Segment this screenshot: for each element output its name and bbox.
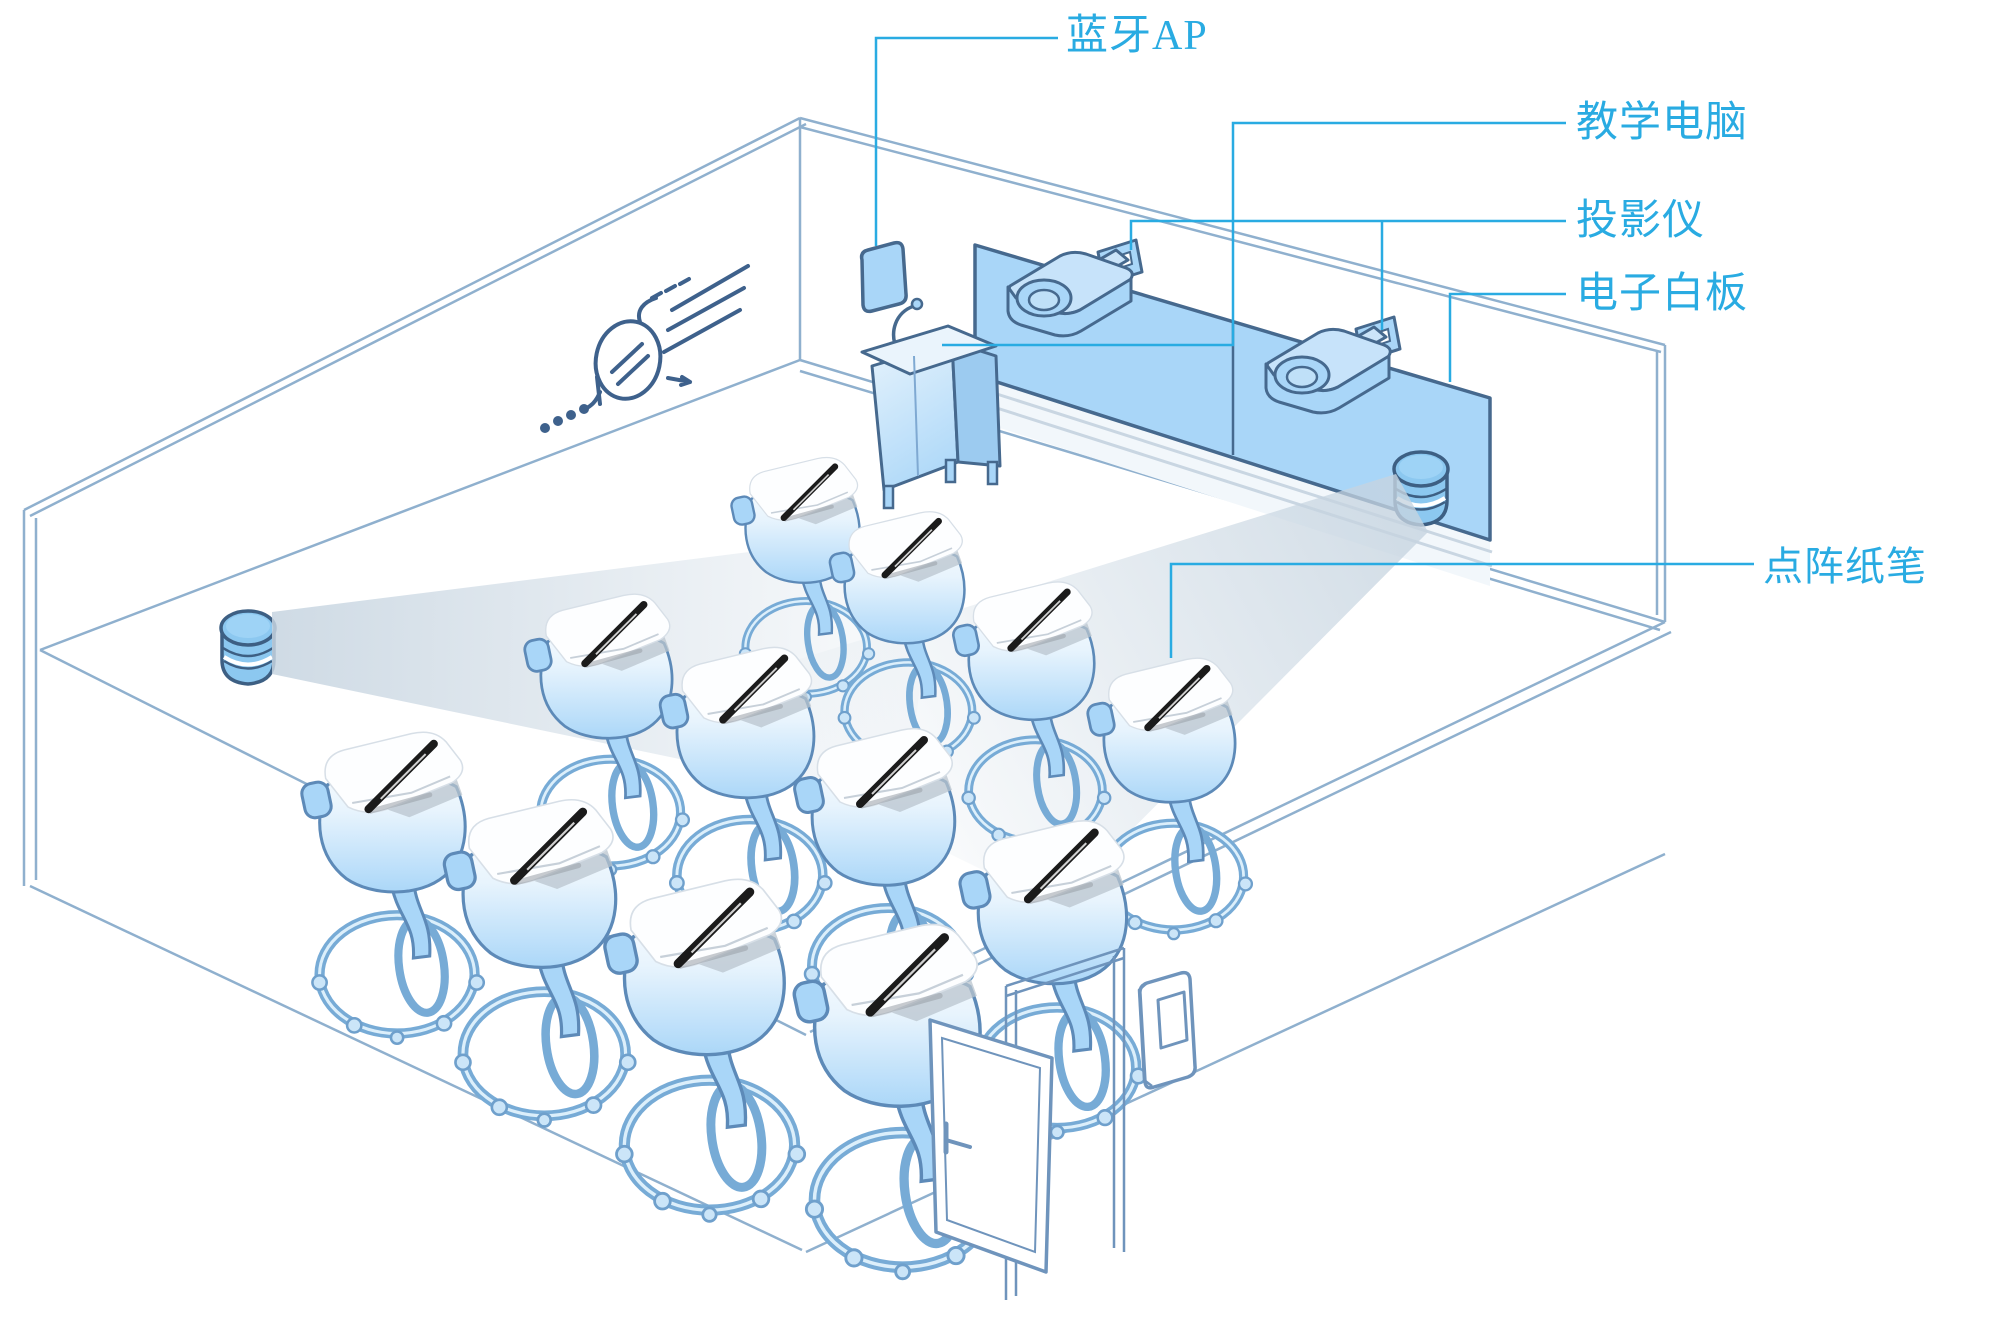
- label-bluetooth-ap: 蓝牙AP: [1066, 13, 1208, 59]
- wall-sketch: [540, 264, 750, 433]
- student-desk: [603, 879, 805, 1221]
- label-teaching-computer: 教学电脑: [1576, 100, 1749, 146]
- bluetooth-ap-device: [859, 240, 908, 314]
- podium: [860, 297, 1002, 510]
- leader-whiteboard: [1448, 292, 1566, 382]
- door: [928, 946, 1126, 1300]
- wall-switch: [1137, 970, 1197, 1090]
- label-dot-matrix-pen: 点阵纸笔: [1763, 544, 1927, 589]
- label-whiteboard: 电子白板: [1576, 271, 1749, 317]
- label-projector: 投影仪: [1576, 198, 1706, 244]
- leader-dot-pen: [1169, 562, 1754, 658]
- leader-teaching-computer: [942, 121, 1566, 347]
- leader-projector: [1129, 219, 1566, 330]
- speaker-left: [219, 609, 277, 686]
- leader-bluetooth-ap: [874, 36, 1058, 246]
